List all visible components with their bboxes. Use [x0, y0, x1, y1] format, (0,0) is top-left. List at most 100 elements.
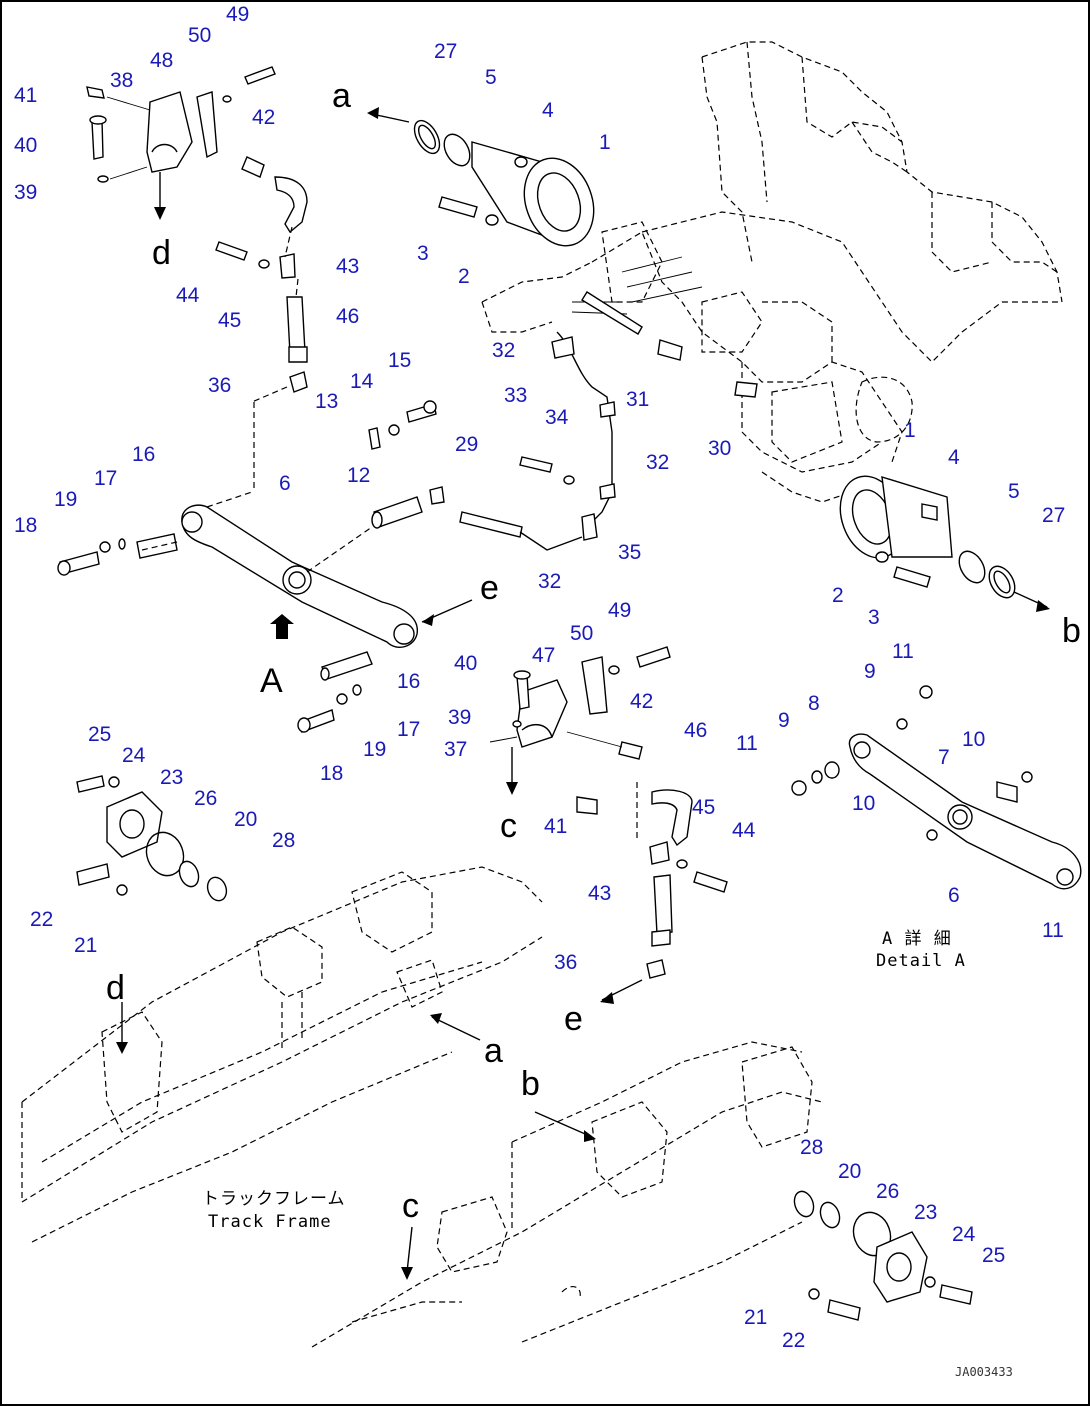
cover-group-right — [793, 1190, 973, 1321]
callout-46: 46 — [684, 719, 707, 742]
callout-12: 12 — [347, 464, 370, 487]
callout-5: 5 — [485, 66, 497, 89]
callout-1: 1 — [599, 131, 611, 154]
callout-24: 24 — [122, 744, 146, 767]
callout-17: 17 — [397, 718, 420, 741]
callout-50: 50 — [570, 622, 593, 645]
callout-13: 13 — [315, 390, 338, 413]
callout-40: 40 — [14, 134, 37, 157]
callout-45: 45 — [692, 796, 715, 819]
callout-23: 23 — [914, 1201, 937, 1224]
track-frame-right — [311, 1041, 823, 1348]
callout-42: 42 — [630, 690, 653, 713]
main-frame-drawing — [481, 41, 1063, 503]
callout-41: 41 — [544, 815, 567, 838]
cover-group-left — [76, 775, 228, 902]
axle-housing-right — [839, 475, 1050, 612]
callout-7: 7 — [938, 746, 950, 769]
callout-41: 41 — [14, 84, 37, 107]
bolt-group-13-15 — [368, 400, 437, 450]
callout-4: 4 — [948, 446, 960, 469]
bracket-assembly-upper — [86, 66, 308, 234]
callout-49: 49 — [226, 3, 249, 26]
drawing-code: JA003433 — [955, 1365, 1013, 1379]
callout-39: 39 — [448, 706, 471, 729]
callout-16: 16 — [132, 443, 155, 466]
reference-letter-d: d — [106, 969, 125, 1007]
callout-31: 31 — [626, 388, 649, 411]
callout-26: 26 — [194, 787, 217, 810]
callout-18: 18 — [14, 514, 37, 537]
detail-caption-jp: A 詳 細 — [882, 929, 952, 949]
callout-36: 36 — [208, 374, 231, 397]
track-frame-left — [21, 866, 543, 1243]
reference-letter-c: c — [402, 1187, 419, 1225]
callout-40: 40 — [454, 652, 477, 675]
bracket-assembly-lower — [489, 646, 693, 847]
callout-25: 25 — [982, 1244, 1005, 1267]
callout-32: 32 — [646, 451, 669, 474]
callout-19: 19 — [363, 738, 386, 761]
reference-letter-a: a — [484, 1032, 503, 1070]
callout-19: 19 — [54, 488, 77, 511]
track-frame-caption-jp: トラックフレーム — [202, 1189, 346, 1209]
callout-5: 5 — [1008, 480, 1020, 503]
callout-9: 9 — [778, 709, 790, 732]
reference-letter-b: b — [521, 1065, 540, 1103]
callout-15: 15 — [388, 349, 411, 372]
callout-43: 43 — [336, 255, 359, 278]
callout-25: 25 — [88, 723, 111, 746]
reference-letter-e: e — [564, 1000, 583, 1038]
detail-a-drawing — [791, 685, 1082, 890]
callout-20: 20 — [234, 808, 257, 831]
callout-34: 34 — [545, 406, 569, 429]
callout-48: 48 — [150, 49, 173, 72]
callout-29: 29 — [455, 433, 478, 456]
reference-letter-a: a — [332, 77, 351, 115]
callout-45: 45 — [218, 309, 241, 332]
callout-23: 23 — [160, 766, 183, 789]
detail-caption-en: Detail A — [876, 951, 966, 971]
callout-18: 18 — [320, 762, 343, 785]
pin-group-lower — [297, 651, 373, 733]
callout-6: 6 — [948, 884, 960, 907]
callout-21: 21 — [74, 934, 97, 957]
arrow-a-upper-head — [367, 107, 379, 119]
callout-10: 10 — [852, 792, 875, 815]
reference-letter-c: c — [500, 807, 517, 845]
callout-39: 39 — [14, 181, 37, 204]
callout-49: 49 — [608, 599, 631, 622]
track-frame-caption-en: Track Frame — [208, 1212, 332, 1232]
callout-33: 33 — [504, 384, 527, 407]
callout-38: 38 — [110, 69, 133, 92]
callout-36: 36 — [554, 951, 577, 974]
callout-4: 4 — [542, 99, 554, 122]
callout-26: 26 — [876, 1180, 899, 1203]
callout-46: 46 — [336, 305, 359, 328]
callout-17: 17 — [94, 467, 117, 490]
reference-letter-d: d — [152, 234, 171, 272]
equalizer-bar-main — [57, 491, 473, 648]
callout-11: 11 — [892, 640, 914, 663]
callout-16: 16 — [397, 670, 420, 693]
callout-2: 2 — [832, 584, 844, 607]
reference-letter-e: e — [480, 569, 499, 607]
callout-24: 24 — [952, 1223, 976, 1246]
callout-11: 11 — [1042, 919, 1064, 942]
callout-3: 3 — [417, 242, 429, 265]
callout-8: 8 — [808, 692, 820, 715]
callout-6: 6 — [279, 472, 291, 495]
callout-42: 42 — [252, 106, 275, 129]
rod-assembly-lower — [600, 782, 728, 1004]
callout-35: 35 — [618, 541, 641, 564]
callout-50: 50 — [188, 24, 211, 47]
callout-43: 43 — [588, 882, 611, 905]
callout-20: 20 — [838, 1160, 861, 1183]
callout-32: 32 — [538, 570, 561, 593]
rod-assembly-upper — [215, 226, 308, 492]
callout-44: 44 — [176, 284, 200, 307]
callout-47: 47 — [532, 644, 555, 667]
